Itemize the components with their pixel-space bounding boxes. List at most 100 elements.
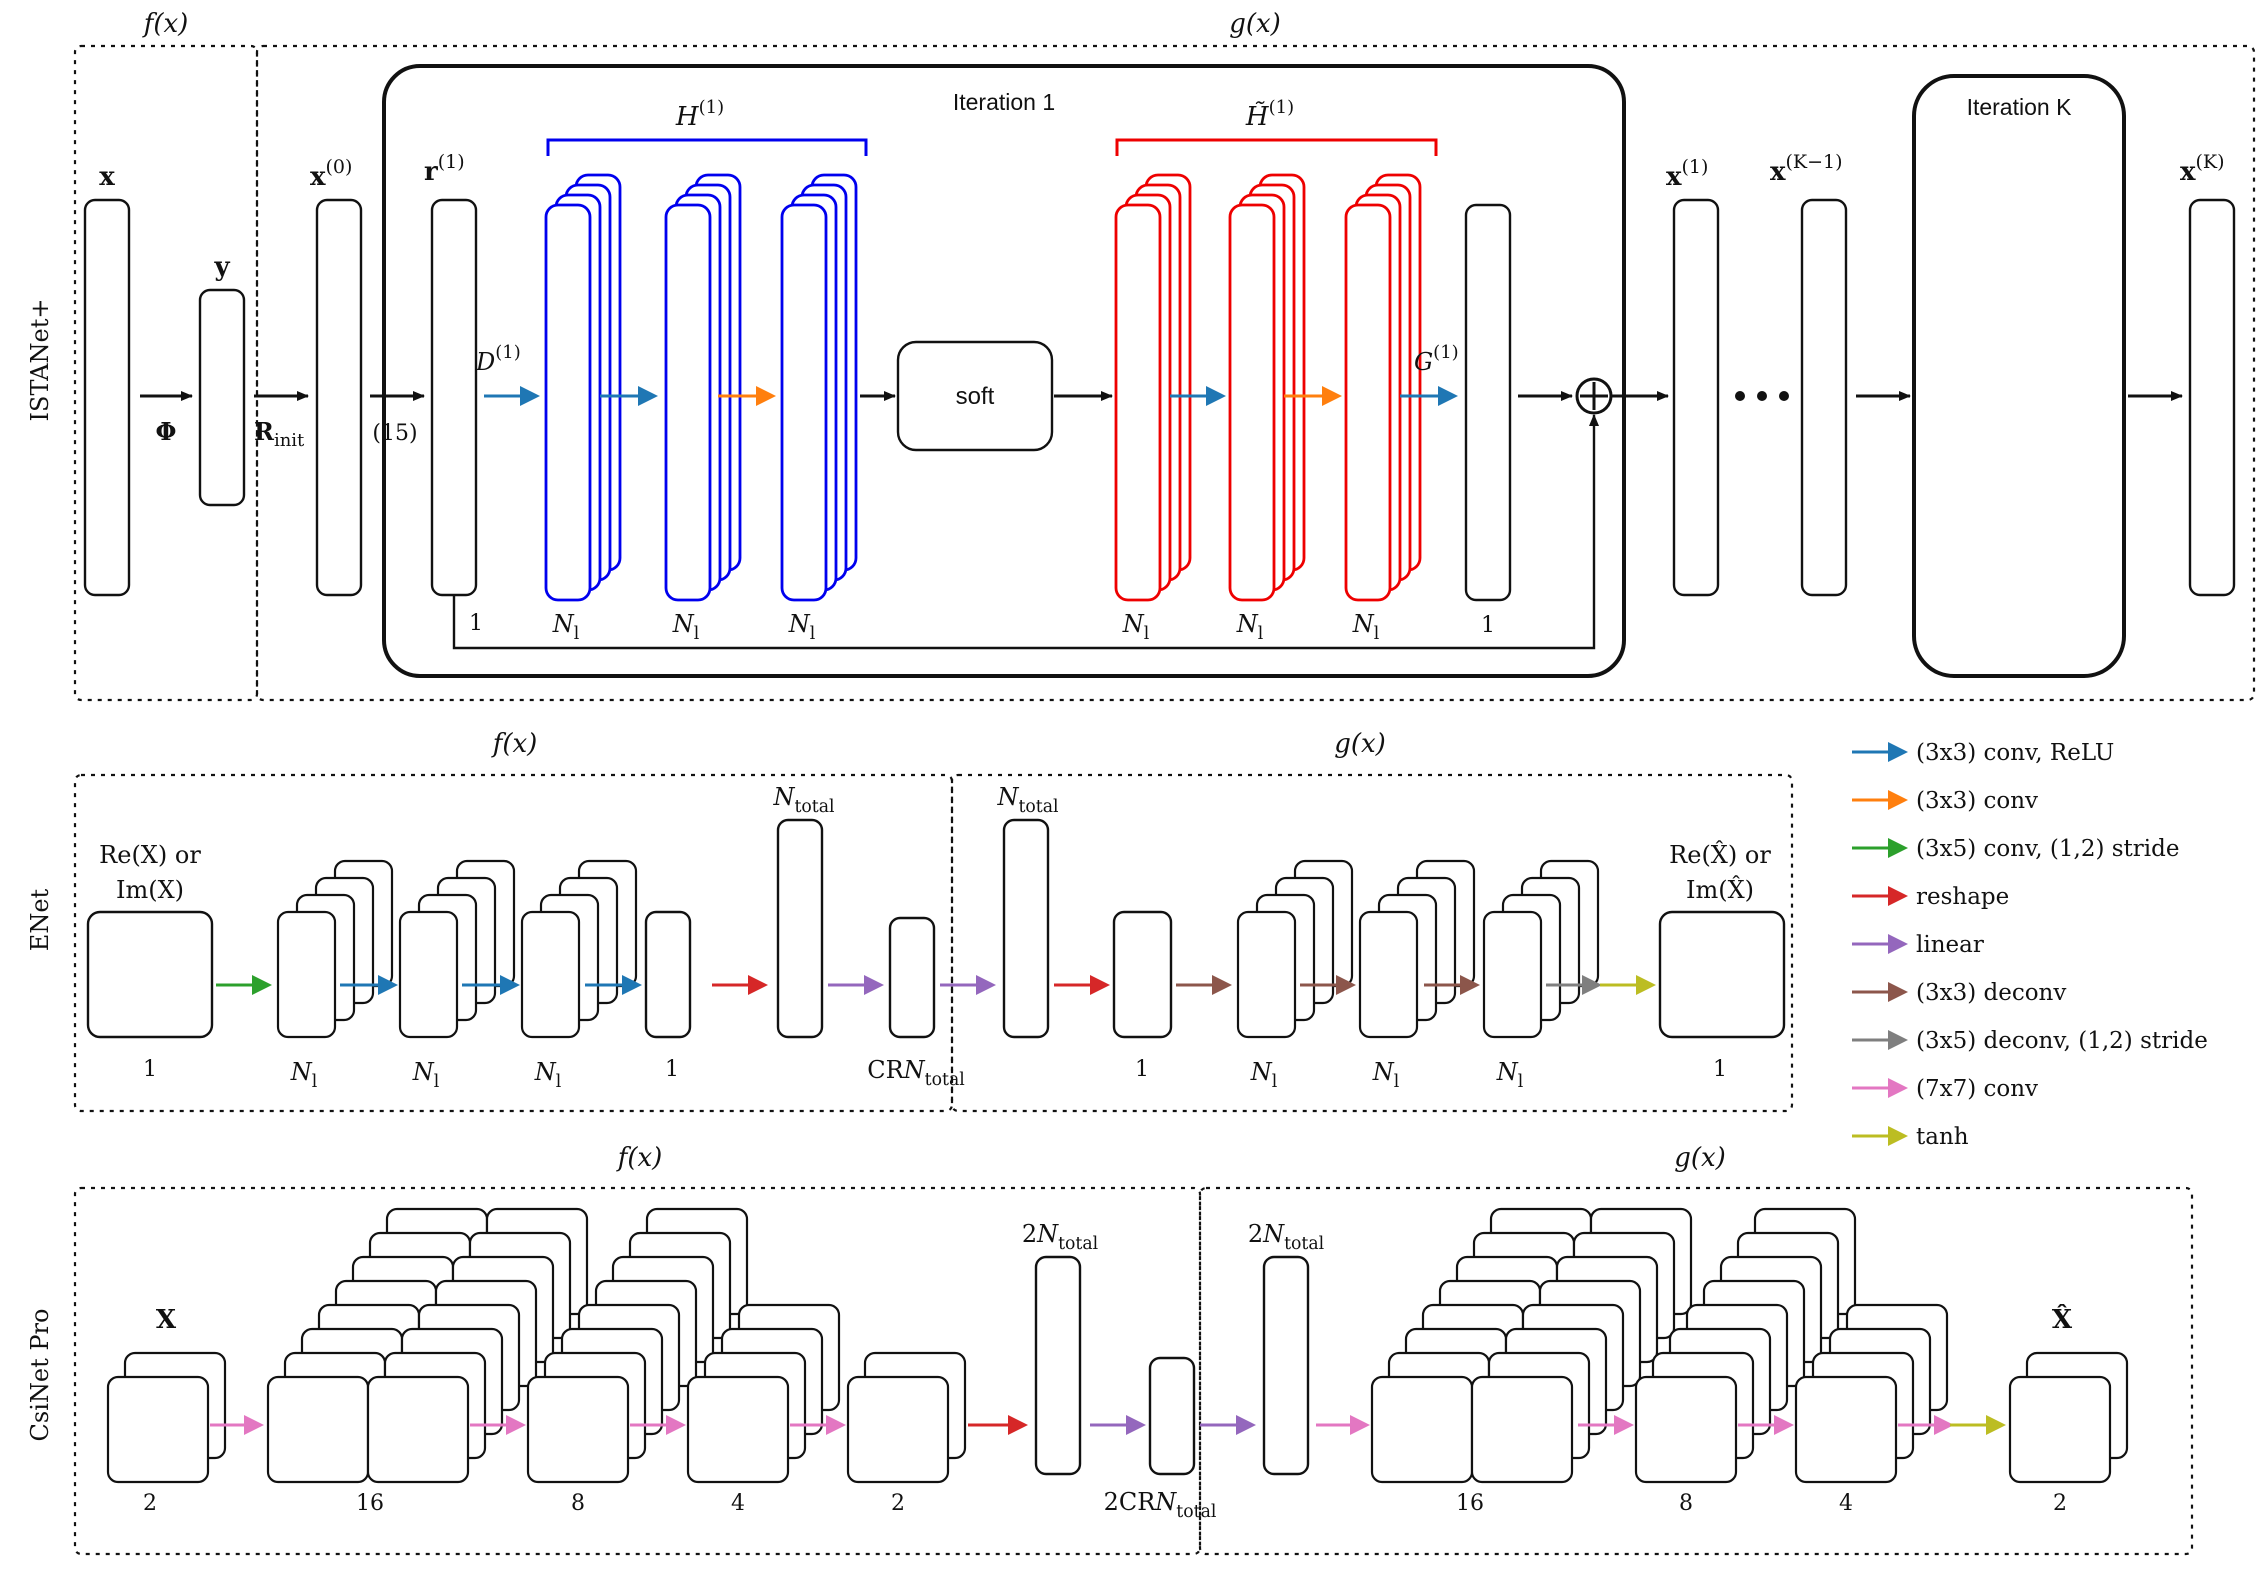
- subscript: total: [794, 797, 834, 817]
- enet-layer-count: Nl: [412, 1058, 440, 1092]
- csinet-row-label: CsiNet Pro: [26, 1309, 54, 1442]
- csinet-g-flat-vector: [1262, 1255, 1310, 1476]
- enet-f-out-count: 1: [665, 1057, 679, 1082]
- arrow-head: [864, 975, 884, 995]
- enet-g-layer-count: Nl: [1372, 1058, 1400, 1092]
- enet-linear-arrow-2: [940, 975, 996, 995]
- skip-connection: [452, 414, 1599, 650]
- arrow-head: [1206, 386, 1226, 406]
- legend-arrow: [1852, 742, 1908, 762]
- csinet-g-conv77-arrow-4: [1898, 1415, 1954, 1435]
- csinet-g-plate-4: [1794, 1375, 1898, 1484]
- subscript: l: [1144, 624, 1150, 644]
- ellipsis-dot-3: [1779, 391, 1789, 401]
- legend-label: (3x5) deconv, (1,2) stride: [1916, 1028, 2208, 1054]
- arrow-head: [1212, 975, 1232, 995]
- legend-arrow: [1852, 934, 1908, 954]
- arrow-head: [1090, 975, 1110, 995]
- xk1-vector: [1800, 198, 1848, 597]
- arrow-head: [1888, 838, 1908, 858]
- subscript: l: [1394, 1072, 1400, 1092]
- prefix: 2CR: [1104, 1488, 1157, 1516]
- arrow-head: [622, 975, 642, 995]
- main: N: [672, 610, 695, 638]
- subscript: total: [1176, 1502, 1216, 1522]
- main: N: [788, 610, 811, 638]
- arrow-head: [748, 975, 768, 995]
- arrow-head: [1888, 1030, 1908, 1050]
- iteration-1-label: Iteration 1: [953, 89, 1055, 115]
- enet-conv-relu-arrow-1: [340, 975, 398, 995]
- main: N: [1262, 1220, 1285, 1248]
- h1-layer: [544, 203, 592, 602]
- csinet-conv77-arrow-4: [790, 1415, 846, 1435]
- main: N: [1352, 610, 1375, 638]
- ht1-brace: [1115, 138, 1438, 156]
- legend-label: tanh: [1916, 1124, 1969, 1150]
- subscript: total: [1058, 1234, 1098, 1254]
- main: N: [1250, 1058, 1273, 1086]
- enet-output-label-1: Re(X̂) or: [1669, 841, 1771, 869]
- istanet-f-label: f(x): [142, 9, 189, 39]
- g1-arrow: [1400, 386, 1458, 406]
- arrow-head: [520, 386, 540, 406]
- r1-label: r(1): [424, 151, 465, 187]
- arrow-head: [1888, 886, 1908, 906]
- csinet-count-16: 16: [356, 1491, 384, 1516]
- arrow-head: [244, 1415, 264, 1435]
- csinet-conv77-arrow-1: [210, 1415, 264, 1435]
- ht1-layer-count: Nl: [1122, 610, 1150, 644]
- xk-vector: [2188, 198, 2236, 597]
- r1-vector: [430, 198, 478, 597]
- istanet-g-label: g(x): [1229, 9, 1281, 39]
- csinet-tanh-arrow: [1950, 1415, 2006, 1435]
- enet-reshape-arrow-2: [1054, 975, 1110, 995]
- enet-layer: [398, 910, 459, 1039]
- ht1-layer-count: Nl: [1352, 610, 1380, 644]
- enet-layer: [276, 910, 337, 1039]
- enet-g-frame: [950, 773, 1794, 1113]
- arrow-head: [1236, 1415, 1256, 1435]
- csinet-g-conv77-arrow-1: [1316, 1415, 1370, 1435]
- csinet-plate-16a: [266, 1375, 370, 1484]
- enet-f-frame: [73, 773, 954, 1113]
- enet-row-label: ENet: [26, 888, 54, 951]
- prefix: 2: [1248, 1220, 1263, 1248]
- csinet-g-plate-16a: [1370, 1375, 1474, 1484]
- ellipsis-dot-1: [1735, 391, 1745, 401]
- enet-codeword: [888, 916, 936, 1039]
- legend-arrow: [1852, 1030, 1908, 1050]
- legend-label: reshape: [1916, 884, 2009, 910]
- iteration-k-block: [1912, 74, 2126, 678]
- arrow-head: [666, 1415, 686, 1435]
- output-count: 1: [1481, 613, 1495, 638]
- enet-flat-vector: [776, 818, 824, 1039]
- main: N: [996, 783, 1019, 811]
- d1-arrow: [484, 386, 540, 406]
- arrow-head: [1636, 975, 1656, 995]
- legend-label: (7x7) conv: [1916, 1076, 2038, 1102]
- d1-label: D(1): [475, 342, 521, 376]
- csinet-plate-8: [526, 1375, 630, 1484]
- subscript: l: [694, 624, 700, 644]
- csinet-g-flat-label: 2Ntotal: [1248, 1220, 1324, 1254]
- enet-layer: [520, 910, 581, 1039]
- enet-output-matrix: [1658, 910, 1786, 1039]
- arrow-head: [1460, 975, 1480, 995]
- prefix: CR: [867, 1056, 904, 1084]
- ht1-conv-relu-arrow: [1170, 386, 1226, 406]
- arrow-head: [1008, 1415, 1028, 1435]
- main: N: [534, 1058, 557, 1086]
- csinet-g-plate-16b: [1470, 1375, 1574, 1484]
- csinet-g-label: g(x): [1674, 1143, 1726, 1173]
- istanet-row: ISTANet+ f(x) g(x) Iteration 1 Iteration…: [26, 9, 2256, 702]
- main: N: [772, 783, 795, 811]
- enet-g-layer: [1236, 910, 1297, 1039]
- arrow-head: [1336, 975, 1356, 995]
- r1-count: 1: [469, 611, 483, 636]
- arrow-head: [976, 975, 996, 995]
- csinet-output-label: X̂: [2052, 1304, 2073, 1335]
